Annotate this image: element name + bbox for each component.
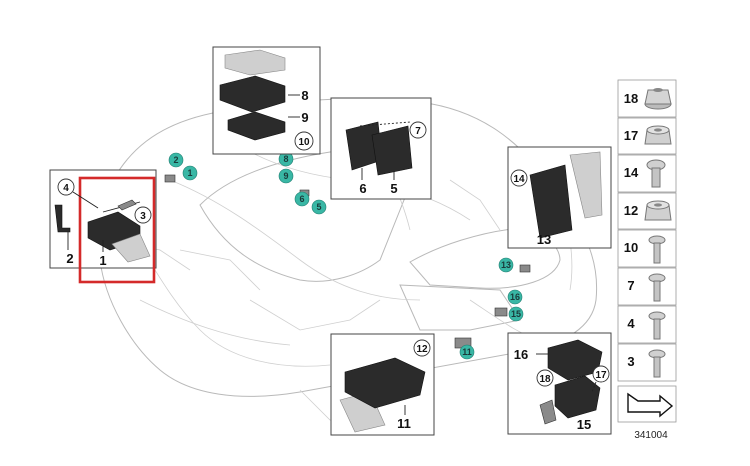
svg-text:4: 4 — [63, 183, 69, 194]
screw-part-3[interactable] — [117, 199, 137, 211]
callout-14[interactable] — [510, 169, 528, 187]
module-part-5[interactable] — [371, 125, 413, 176]
harness-bit — [519, 264, 531, 273]
svg-text:18: 18 — [624, 91, 638, 106]
part-label-13[interactable]: 13 — [537, 232, 551, 247]
detail-box-11-12: 12 11 — [330, 333, 435, 436]
part-label-15[interactable]: 15 — [577, 417, 591, 432]
detail-box-15-16-17-18: 16 18 17 15 — [507, 332, 612, 435]
callout-18[interactable] — [536, 369, 554, 387]
fastener-tile-7[interactable]: 7 — [617, 267, 677, 306]
svg-text:14: 14 — [624, 165, 639, 180]
catalog-number: 341004 — [634, 430, 668, 441]
car-markers: 2 1 8 9 6 5 13 16 15 11 — [168, 151, 524, 360]
svg-text:8: 8 — [283, 154, 288, 164]
svg-text:13: 13 — [501, 260, 511, 270]
fastener-tile-3[interactable]: 3 — [617, 343, 677, 382]
svg-text:1: 1 — [187, 168, 192, 178]
svg-text:10: 10 — [298, 137, 310, 148]
svg-text:2: 2 — [173, 155, 178, 165]
fastener-tile-12[interactable]: 12 — [617, 192, 677, 230]
module-part-13[interactable] — [529, 164, 573, 239]
fastener-column: 18 17 14 — [617, 79, 677, 441]
callout-17[interactable] — [592, 365, 610, 383]
marker-6[interactable]: 6 — [294, 191, 310, 207]
svg-text:17: 17 — [595, 370, 607, 381]
marker-15[interactable]: 15 — [508, 306, 524, 322]
marker-13[interactable]: 13 — [498, 257, 514, 273]
callout-12[interactable] — [413, 339, 431, 357]
part-label-2[interactable]: 2 — [66, 251, 73, 266]
svg-text:18: 18 — [539, 374, 551, 385]
svg-text:17: 17 — [624, 128, 638, 143]
detail-box-5-6-7: 7 6 5 — [330, 97, 432, 200]
highlight-frame — [78, 176, 156, 284]
screw-icon — [648, 349, 666, 378]
bracket-part-9[interactable] — [227, 111, 286, 141]
svg-text:9: 9 — [283, 171, 288, 181]
pan-head-screw-icon — [646, 159, 666, 188]
marker-2[interactable]: 2 — [168, 152, 184, 168]
marker-11[interactable]: 11 — [459, 344, 475, 360]
svg-text:4: 4 — [627, 316, 635, 331]
part-label-5[interactable]: 5 — [390, 181, 397, 196]
screw-icon — [648, 273, 666, 302]
svg-text:10: 10 — [624, 240, 638, 255]
svg-text:12: 12 — [416, 344, 428, 355]
callout-7[interactable] — [409, 121, 427, 139]
svg-text:12: 12 — [624, 203, 638, 218]
hex-nut-icon — [644, 200, 672, 221]
arrow-icon — [627, 392, 674, 418]
marker-16[interactable]: 16 — [507, 289, 523, 305]
part-label-11[interactable]: 11 — [397, 416, 411, 431]
harness-bit — [494, 307, 508, 317]
svg-text:3: 3 — [140, 211, 146, 222]
svg-text:7: 7 — [627, 278, 634, 293]
svg-text:6: 6 — [299, 194, 304, 204]
svg-text:11: 11 — [462, 347, 472, 357]
detail-box-13-14: 14 13 — [507, 146, 612, 249]
svg-text:5: 5 — [316, 202, 321, 212]
part-label-16[interactable]: 16 — [514, 347, 528, 362]
fastener-tile-10[interactable]: 10 — [617, 229, 677, 268]
harness-bit — [164, 174, 176, 183]
nut-flanged-icon — [644, 88, 672, 110]
screw-icon — [648, 311, 666, 340]
part-label-9[interactable]: 9 — [301, 110, 308, 125]
fuse-box-part-15[interactable] — [554, 375, 601, 419]
part-label-8[interactable]: 8 — [301, 88, 308, 103]
fastener-tile-14[interactable]: 14 — [617, 154, 677, 193]
callout-10[interactable] — [294, 131, 314, 151]
detail-box-control-unit-1: 4 3 2 1 — [49, 169, 157, 284]
screw-icon — [648, 235, 666, 264]
callout-4[interactable] — [57, 178, 75, 196]
svg-text:14: 14 — [513, 174, 525, 185]
marker-9[interactable]: 9 — [278, 168, 294, 184]
svg-text:3: 3 — [627, 354, 634, 369]
bracket-part-2[interactable] — [54, 204, 71, 233]
marker-1[interactable]: 1 — [182, 165, 198, 181]
fastener-tile-18[interactable]: 18 — [617, 79, 677, 118]
detail-box-8-9-10: 8 9 10 — [212, 46, 321, 155]
next-page-arrow-tile[interactable] — [617, 385, 677, 423]
part-label-6[interactable]: 6 — [359, 181, 366, 196]
module-part-8[interactable] — [219, 75, 286, 113]
module-part-11[interactable] — [344, 357, 426, 409]
part-label-1[interactable]: 1 — [99, 253, 106, 268]
svg-text:16: 16 — [510, 292, 520, 302]
svg-text:7: 7 — [415, 126, 421, 137]
fastener-tile-17[interactable]: 17 — [617, 117, 677, 155]
hex-nut-icon — [644, 125, 672, 145]
fastener-tile-4[interactable]: 4 — [617, 305, 677, 344]
svg-text:15: 15 — [511, 309, 521, 319]
marker-5[interactable]: 5 — [311, 199, 327, 215]
callout-3[interactable] — [134, 206, 152, 224]
